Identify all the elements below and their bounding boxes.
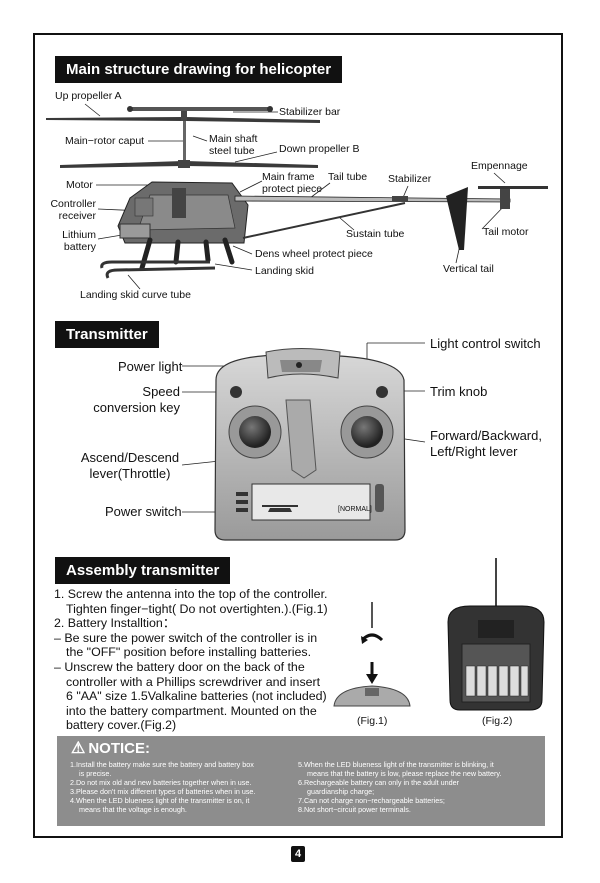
label-motor: Motor	[66, 179, 93, 191]
label-up-propeller: Up propeller A	[55, 90, 122, 102]
label-trim-knob: Trim knob	[430, 384, 488, 399]
label-stabilizer: Stabilizer	[388, 173, 432, 185]
label-vertical-tail: Vertical tail	[443, 263, 494, 275]
label-landing-skid: Landing skid	[255, 265, 314, 277]
label-sustain-tube: Sustain tube	[346, 228, 405, 240]
label-landing-skid-curve: Landing skid curve tube	[80, 289, 191, 301]
label-empennage: Empennage	[471, 160, 528, 172]
label-stabilizer-bar: Stabilizer bar	[279, 106, 341, 118]
screen-mode-text: [NORMAL]	[338, 506, 372, 513]
label-tail-motor: Tail motor	[483, 226, 529, 238]
label-light-control-switch: Light control switch	[430, 336, 541, 351]
section-header-transmitter: Transmitter	[55, 321, 159, 348]
label-main-rotor-caput: Main−rotor caput	[65, 135, 145, 147]
notice-left-column: 1.Install the battery make sure the batt…	[70, 760, 256, 815]
section-header-assembly: Assembly transmitter	[55, 557, 231, 584]
assembly-instructions: 1. Screw the antenna into the top of the…	[54, 587, 328, 733]
label-power-switch: Power switch	[105, 504, 182, 519]
page-number: 4	[291, 846, 305, 862]
notice-right-column: 5.When the LED blueness light of the tra…	[298, 760, 502, 815]
label-forward-backward: Forward/Backward,Left/Right lever	[430, 428, 542, 459]
warning-icon: ⚠	[71, 740, 86, 757]
label-power-light: Power light	[118, 359, 183, 374]
page-frame	[33, 33, 563, 838]
section-header-main-structure: Main structure drawing for helicopter	[55, 56, 343, 83]
fig2-caption: (Fig.2)	[482, 715, 513, 727]
notice-title: ⚠NOTICE:	[71, 740, 151, 757]
notice-box: ⚠NOTICE: 1.Install the battery make sure…	[57, 736, 545, 826]
label-down-propeller: Down propeller B	[279, 143, 360, 155]
label-dens-wheel: Dens wheel protect piece	[255, 248, 373, 260]
label-tail-tube: Tail tube	[328, 171, 368, 183]
fig1-caption: (Fig.1)	[357, 715, 388, 727]
